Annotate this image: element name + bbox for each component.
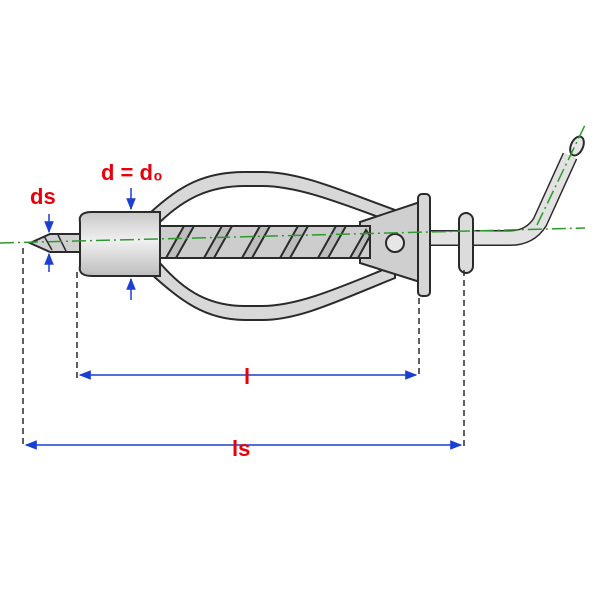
extension-lines <box>22 248 465 448</box>
hook-center-line <box>536 124 586 226</box>
label-ls: ls <box>232 436 250 461</box>
label-l: l <box>244 364 250 389</box>
expansion-sleeve <box>78 171 431 321</box>
center-line <box>0 227 586 244</box>
hook-rod <box>425 135 585 246</box>
washer <box>458 212 474 274</box>
label-d-eq-d0: d = d₀ <box>101 160 163 185</box>
drill-tip <box>27 233 81 253</box>
screw-thread <box>164 225 372 259</box>
label-ds: ds <box>30 184 56 209</box>
